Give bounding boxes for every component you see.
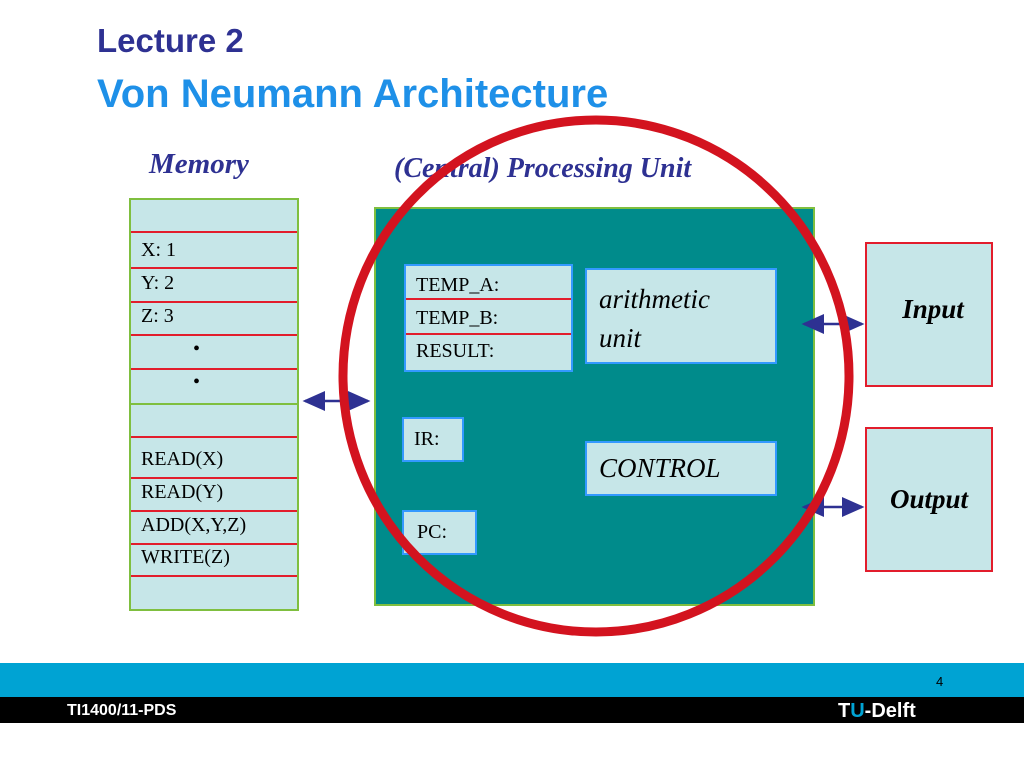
lecture-title: Lecture 2	[97, 22, 244, 59]
memory-ellipsis-dot: •	[193, 371, 201, 393]
output-label: Output	[889, 484, 969, 514]
input-label: Input	[902, 294, 964, 324]
memory-separator	[131, 436, 297, 438]
logo-t: T	[838, 700, 851, 722]
register-box: TEMP_A: TEMP_B: RESULT:	[404, 264, 573, 372]
memory-separator	[131, 575, 297, 577]
arithmetic-unit: arithmetic unit	[585, 268, 777, 364]
course-code: TI1400/11-PDS	[67, 702, 177, 719]
register-separator	[406, 333, 571, 335]
logo-u: U	[850, 700, 865, 722]
program-row-write-z: WRITE(Z)	[141, 546, 230, 568]
pc-register-label: PC:	[417, 521, 448, 543]
program-row-add: ADD(X,Y,Z)	[141, 514, 247, 536]
memory-ellipsis-dot: •	[193, 338, 201, 360]
memory-row-z: Z: 3	[141, 305, 174, 327]
output-device: Output	[865, 427, 993, 572]
footer-band	[0, 663, 1024, 697]
memory-separator	[131, 334, 297, 336]
memory-separator	[131, 543, 297, 545]
slide-title: Von Neumann Architecture	[97, 72, 609, 116]
register-separator	[406, 298, 571, 300]
memory-separator	[131, 301, 297, 303]
memory-row-y: Y: 2	[141, 272, 175, 294]
program-row-read-x: READ(X)	[141, 448, 224, 470]
memory-separator	[131, 368, 297, 370]
cpu-highlight-circle	[338, 115, 854, 637]
pc-register: PC:	[402, 510, 477, 555]
register-result: RESULT:	[416, 340, 495, 362]
memory-separator	[131, 267, 297, 269]
memory-program-block: READ(X) READ(Y) ADD(X,Y,Z) WRITE(Z)	[129, 403, 299, 611]
memory-heading: Memory	[149, 148, 249, 180]
ir-register: IR:	[402, 417, 464, 462]
footer-bar	[0, 697, 1024, 723]
ir-register-label: IR:	[414, 428, 440, 450]
register-temp-a: TEMP_A:	[416, 274, 500, 296]
control-unit: CONTROL	[585, 441, 777, 496]
memory-separator	[131, 231, 297, 233]
control-unit-label: CONTROL	[599, 453, 721, 483]
page-number: 4	[936, 674, 944, 689]
arithmetic-unit-label: arithmetic	[599, 284, 710, 314]
arithmetic-unit-label-2: unit	[599, 323, 642, 353]
tu-delft-logo: TU-Delft	[838, 700, 916, 723]
memory-data-block: X: 1 Y: 2 Z: 3 • •	[129, 198, 299, 406]
register-temp-b: TEMP_B:	[416, 307, 499, 329]
memory-separator	[131, 510, 297, 512]
program-row-read-y: READ(Y)	[141, 481, 224, 503]
logo-delft: -Delft	[864, 700, 916, 722]
input-device: Input	[865, 242, 993, 387]
memory-separator	[131, 477, 297, 479]
memory-row-x: X: 1	[141, 239, 176, 261]
